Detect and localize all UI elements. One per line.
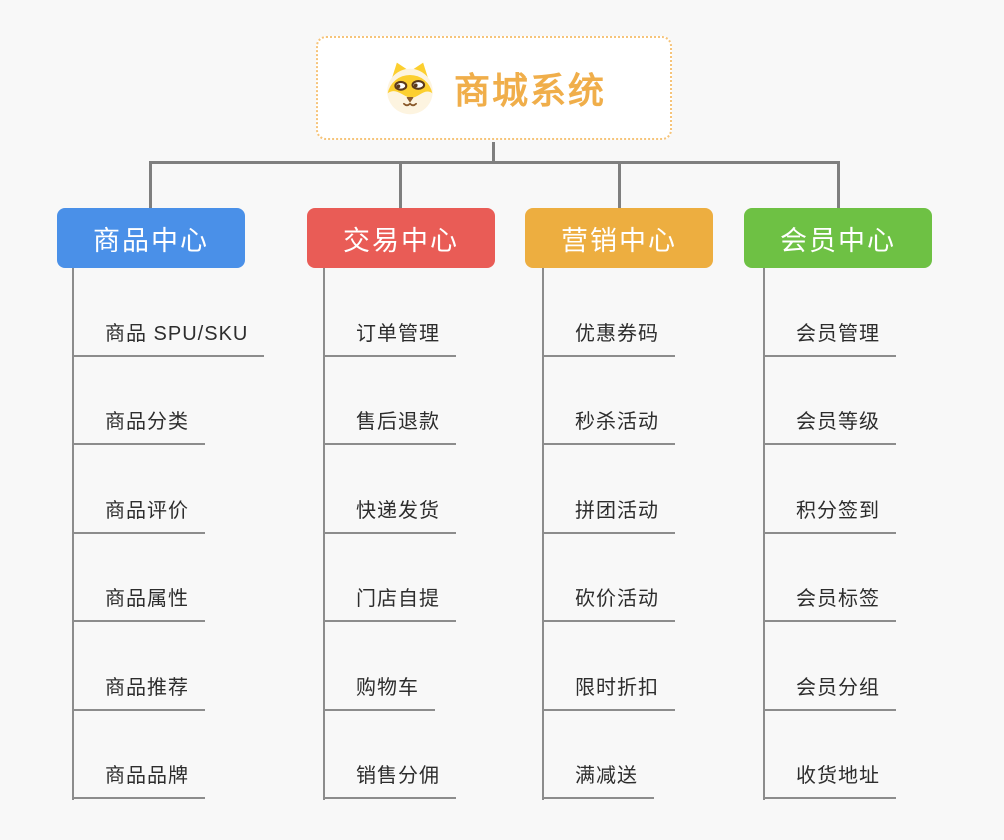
node-product-review[interactable]: 商品评价 xyxy=(72,445,205,534)
connector-drop-branch-4 xyxy=(837,161,840,209)
node-product-spu-sku[interactable]: 商品 SPU/SKU xyxy=(72,268,265,357)
branch-items-marketing-center: 优惠券码 秒杀活动 拼团活动 砍价活动 限时折扣 满减送 xyxy=(542,268,675,799)
node-product-brand[interactable]: 商品品牌 xyxy=(72,711,205,799)
node-product-recommend[interactable]: 商品推荐 xyxy=(72,622,205,711)
node-member-management[interactable]: 会员管理 xyxy=(763,268,896,357)
branch-items-member-center: 会员管理 会员等级 积分签到 会员标签 会员分组 收货地址 xyxy=(763,268,896,799)
node-coupon-code[interactable]: 优惠券码 xyxy=(542,268,675,357)
node-shopping-cart[interactable]: 购物车 xyxy=(323,622,435,711)
branch-header-trade-center[interactable]: 交易中心 xyxy=(307,208,495,268)
node-member-group[interactable]: 会员分组 xyxy=(763,622,896,711)
node-bargain-activity[interactable]: 砍价活动 xyxy=(542,534,675,622)
branch-header-member-center[interactable]: 会员中心 xyxy=(744,208,932,268)
node-aftersale-refund[interactable]: 售后退款 xyxy=(323,357,456,445)
node-points-checkin[interactable]: 积分签到 xyxy=(763,445,896,534)
node-flash-sale[interactable]: 秒杀活动 xyxy=(542,357,675,445)
connector-root-trunk xyxy=(492,142,495,163)
branch-header-marketing-center[interactable]: 营销中心 xyxy=(525,208,713,268)
node-store-pickup[interactable]: 门店自提 xyxy=(323,534,456,622)
connector-drop-branch-3 xyxy=(618,161,621,209)
branch-items-product-center: 商品 SPU/SKU 商品分类 商品评价 商品属性 商品推荐 商品品牌 xyxy=(72,268,265,799)
node-sales-commission[interactable]: 销售分佣 xyxy=(323,711,456,799)
node-express-shipping[interactable]: 快递发货 xyxy=(323,445,456,534)
branch-items-trade-center: 订单管理 售后退款 快递发货 门店自提 购物车 销售分佣 xyxy=(323,268,456,799)
node-full-reduction[interactable]: 满减送 xyxy=(542,711,654,799)
branch-header-product-center[interactable]: 商品中心 xyxy=(57,208,245,268)
connector-bus xyxy=(149,161,840,164)
node-member-level[interactable]: 会员等级 xyxy=(763,357,896,445)
connector-trunk-branch-2 xyxy=(323,268,325,800)
connector-trunk-branch-4 xyxy=(763,268,765,800)
node-limited-time-discount[interactable]: 限时折扣 xyxy=(542,622,675,711)
connector-trunk-branch-1 xyxy=(72,268,74,800)
node-group-buy[interactable]: 拼团活动 xyxy=(542,445,675,534)
node-order-management[interactable]: 订单管理 xyxy=(323,268,456,357)
node-shipping-address[interactable]: 收货地址 xyxy=(763,711,896,799)
node-product-category[interactable]: 商品分类 xyxy=(72,357,205,445)
connector-trunk-branch-3 xyxy=(542,268,544,800)
connector-drop-branch-1 xyxy=(149,161,152,209)
connector-drop-branch-2 xyxy=(399,161,402,209)
dog-face-icon xyxy=(382,60,438,116)
node-product-attribute[interactable]: 商品属性 xyxy=(72,534,205,622)
root-node[interactable]: 商城系统 xyxy=(316,36,672,140)
root-title: 商城系统 xyxy=(453,70,606,111)
node-member-tag[interactable]: 会员标签 xyxy=(763,534,896,622)
